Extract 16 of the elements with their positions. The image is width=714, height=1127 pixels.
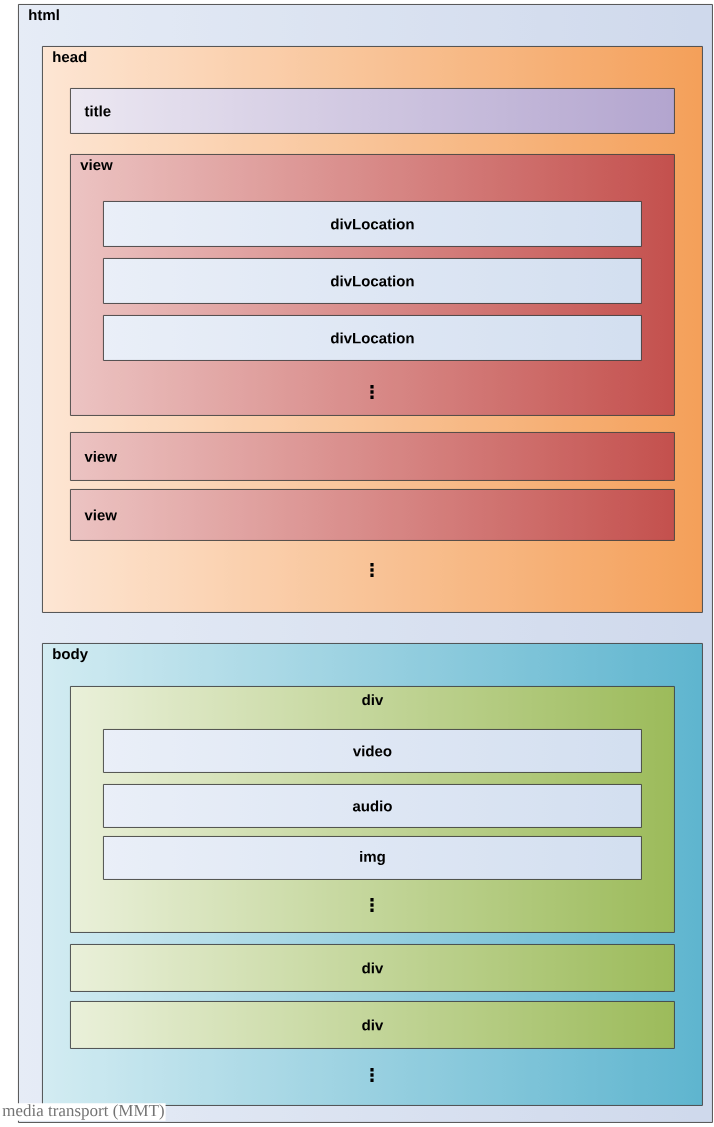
- ellipsis: ⋮: [370, 563, 374, 577]
- caption: media transport (MMT): [1, 1103, 166, 1121]
- element-box: title: [70, 88, 675, 134]
- ellipsis: ⋮: [370, 898, 374, 912]
- element-box: audio: [103, 784, 642, 828]
- element-box: view: [70, 489, 675, 541]
- element-box: divLocation: [103, 315, 642, 361]
- element-box: div: [70, 1001, 675, 1049]
- element-box: view: [70, 432, 675, 481]
- element-box: div: [70, 944, 675, 992]
- element-box: img: [103, 836, 642, 880]
- ellipsis: ⋮: [370, 385, 374, 399]
- element-box: divLocation: [103, 201, 642, 247]
- element-box: divLocation: [103, 258, 642, 304]
- ellipsis: ⋮: [370, 1068, 374, 1082]
- element-box: video: [103, 729, 642, 773]
